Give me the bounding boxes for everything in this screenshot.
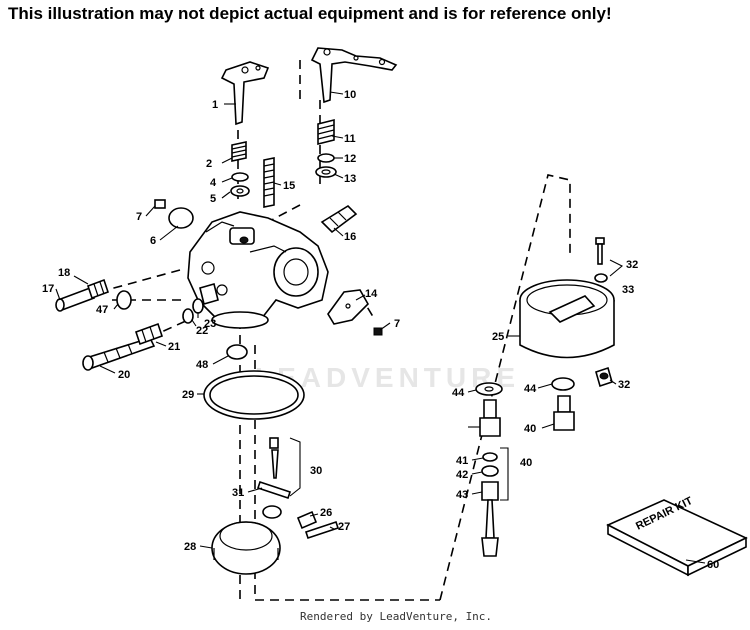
callout-41: 41 (456, 455, 468, 467)
throttle-plate-part-14 (327, 289, 369, 325)
main-jet-needle (481, 499, 499, 557)
washer-part-23 (192, 298, 204, 314)
bowl-gasket-part-29 (203, 370, 305, 420)
seal-part-47 (116, 290, 132, 310)
callout-29: 29 (182, 389, 194, 401)
callout-47: 47 (96, 304, 108, 316)
callout-26: 26 (320, 507, 332, 519)
callout-numbers: 1 2 4 5 6 7 7 10 11 12 13 14 15 16 17 18… (42, 89, 719, 571)
callout-31: 31 (232, 487, 244, 499)
screw-part-7-lower (373, 327, 383, 336)
gasket-part-44-right (551, 377, 575, 391)
callout-44-left: 44 (452, 387, 465, 399)
seal-part-4 (231, 172, 249, 182)
callout-60: 60 (707, 559, 719, 571)
o-ring-part-43 (481, 481, 499, 501)
callout-48: 48 (196, 359, 208, 371)
callout-22: 22 (196, 325, 208, 337)
callout-21: 21 (168, 341, 180, 353)
callout-11: 11 (344, 133, 356, 145)
float-spring-part-26 (296, 510, 318, 530)
callout-16: 16 (344, 231, 356, 243)
throttle-spring-part-11 (317, 118, 335, 146)
spring-part-15 (263, 157, 275, 208)
callout-44-right: 44 (524, 383, 537, 395)
choke-spring-part-2 (231, 141, 247, 162)
idle-screw-part-17 (55, 286, 96, 312)
carburetor-body (187, 211, 329, 329)
callout-12: 12 (344, 153, 356, 165)
seal-part-33 (594, 273, 608, 283)
bowl-nut-part-40-right (553, 395, 575, 431)
washer-part-13 (315, 166, 337, 178)
washer-part-5 (230, 185, 250, 197)
disclaimer-text: This illustration may not depict actual … (8, 4, 612, 23)
footer-text: Rendered by LeadVenture, Inc. (300, 610, 493, 623)
seal-part-12 (317, 153, 335, 163)
bowl-screw-part-32-upper (595, 237, 605, 265)
choke-shaft-part-1 (220, 61, 270, 126)
callout-27: 27 (338, 521, 350, 533)
fuel-inlet-part-16 (320, 204, 358, 234)
callout-2: 2 (206, 158, 212, 170)
callout-7-upper: 7 (136, 211, 142, 223)
o-ring-part-41 (482, 452, 498, 462)
callout-20: 20 (118, 369, 130, 381)
inlet-needle-part-30 (256, 437, 292, 500)
gasket-part-44-left (475, 382, 503, 396)
callout-32-upper: 32 (626, 259, 638, 271)
callout-28: 28 (184, 541, 196, 553)
callout-42: 42 (456, 469, 468, 481)
float-bowl-part-25 (519, 279, 615, 359)
callout-18: 18 (58, 267, 70, 279)
callout-6: 6 (150, 235, 156, 247)
callout-40-right: 40 (524, 423, 536, 435)
bowl-nut-part-40-left (479, 399, 501, 437)
screw-part-7-upper (154, 199, 166, 209)
callout-14: 14 (365, 288, 378, 300)
callout-1: 1 (212, 99, 218, 111)
callout-43: 43 (456, 489, 468, 501)
callout-15: 15 (283, 180, 295, 192)
main-needle-part-20 (82, 337, 156, 371)
bracket-lines (289, 259, 623, 501)
o-ring-part-42 (481, 465, 499, 477)
callout-23: 23 (204, 318, 216, 330)
spring-part-18 (86, 278, 110, 300)
callout-33: 33 (622, 284, 634, 296)
callout-5: 5 (210, 193, 216, 205)
bowl-nut-part-32-lower (595, 366, 613, 388)
callout-30: 30 (310, 465, 322, 477)
callout-7-lower: 7 (394, 318, 400, 330)
callout-4: 4 (210, 177, 217, 189)
callout-25: 25 (492, 331, 504, 343)
plug-part-48 (226, 344, 248, 360)
float-pin-part-27 (304, 520, 340, 540)
leader-lines (55, 91, 706, 564)
callout-13: 13 (344, 173, 356, 185)
throttle-shaft-part-10 (310, 47, 398, 104)
callout-17: 17 (42, 283, 54, 295)
float-part-28 (211, 505, 282, 575)
callout-10: 10 (344, 89, 356, 101)
callout-40-bracket: 40 (520, 457, 532, 469)
repair-kit-part-60: REPAIR KIT (606, 495, 748, 577)
choke-plate-part-6 (168, 207, 194, 229)
washer-part-22 (182, 308, 194, 324)
callout-32-lower: 32 (618, 379, 630, 391)
spring-part-21 (134, 322, 164, 346)
